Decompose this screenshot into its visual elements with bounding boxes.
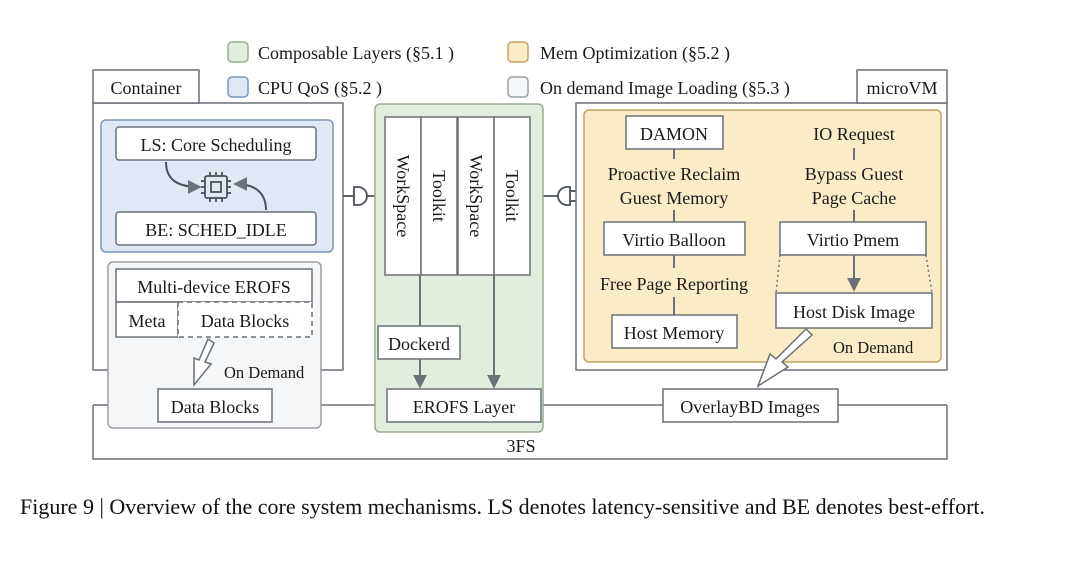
ls-core-scheduling-box <box>115 126 317 161</box>
toolkit-2-label: Toolkit <box>502 170 522 222</box>
workspace-2-label: WorkSpace <box>466 155 486 238</box>
virtio-balloon-box <box>603 221 746 256</box>
system-mechanisms-diagram: Composable Layers (§5.1 ) Mem Optimizati… <box>92 41 948 460</box>
proactive-reclaim-line1: Proactive Reclaim <box>608 164 740 184</box>
microvm-panel: microVM DAMON Proactive Reclaim Guest Me… <box>575 69 948 371</box>
data-blocks-label: Data Blocks <box>201 311 289 331</box>
toolkit-1-label: Toolkit <box>429 170 449 222</box>
legend-composable-label: Composable Layers (§5.1 ) <box>258 43 454 64</box>
io-request-label: IO Request <box>813 124 894 144</box>
host-memory-box <box>611 314 738 349</box>
disk-to-overlaybd-hollow-arrow <box>756 327 814 388</box>
meta-label: Meta <box>129 311 166 331</box>
virtio-balloon-label: Virtio Balloon <box>622 230 725 250</box>
figure-caption: Figure 9 | Overview of the core system m… <box>20 494 986 519</box>
fs3-bracket <box>92 405 948 460</box>
virtio-pmem-label: Virtio Pmem <box>807 230 899 250</box>
bypass-guest-line2: Page Cache <box>812 188 896 208</box>
damon-label: DAMON <box>640 124 708 144</box>
microvm-on-demand-label: On Demand <box>833 338 914 357</box>
data-blocks-dashed-box <box>177 301 313 338</box>
overlaybd-images-box <box>662 388 839 423</box>
legend-ondemand-label: On demand Image Loading (§5.3 ) <box>540 78 790 99</box>
free-page-reporting-label: Free Page Reporting <box>600 274 748 294</box>
legend-mem-label: Mem Optimization (§5.2 ) <box>540 43 730 64</box>
ls-to-cpu-arrow <box>165 161 202 194</box>
virtio-pmem-box <box>779 221 927 256</box>
legend-swatch-mem <box>507 41 529 63</box>
container-on-demand-label: On Demand <box>224 363 305 382</box>
workspace-2-box <box>457 116 495 276</box>
legend-swatch-ondemand <box>507 76 529 98</box>
data-blocks-bottom-label: Data Blocks <box>171 397 259 417</box>
container-title-box <box>92 69 200 104</box>
toolkit-2-box <box>493 116 531 276</box>
dockerd-box <box>377 325 461 360</box>
toolkit-1-box <box>420 116 458 276</box>
cpu-chip-icon <box>201 172 231 202</box>
workspace-1-box <box>384 116 422 276</box>
proactive-reclaim-line2: Guest Memory <box>620 188 728 208</box>
overlaybd-images-label: OverlayBD Images <box>680 397 819 417</box>
fs3-label: 3FS <box>506 436 535 456</box>
pmem-dotted-left <box>775 254 781 294</box>
host-memory-label: Host Memory <box>624 323 725 343</box>
erofs-layer-box <box>386 388 542 423</box>
be-to-cpu-arrow <box>233 177 267 211</box>
container-title: Container <box>111 78 182 98</box>
legend-swatch-cpu <box>227 76 249 98</box>
erofs-layer-label: EROFS Layer <box>413 397 516 417</box>
microvm-title-box <box>856 69 948 104</box>
legend-swatch-composable <box>227 41 249 63</box>
multi-device-erofs-label: Multi-device EROFS <box>137 277 291 297</box>
container-panel: Container LS: Core Scheduling BE: SCHED_… <box>92 69 344 429</box>
bypass-guest-line1: Bypass Guest <box>805 164 904 184</box>
be-sched-idle-label: BE: SCHED_IDLE <box>145 220 287 240</box>
legend: Composable Layers (§5.1 ) Mem Optimizati… <box>227 41 790 99</box>
dockerd-label: Dockerd <box>388 334 450 354</box>
data-blocks-bottom-box <box>157 388 273 423</box>
ls-core-scheduling-label: LS: Core Scheduling <box>141 135 292 155</box>
composable-layers-panel: WorkSpace Toolkit WorkSpace Toolkit Dock… <box>374 103 544 433</box>
workspace-1-label: WorkSpace <box>393 155 413 238</box>
data-blocks-hollow-arrow <box>193 337 215 388</box>
microvm-title: microVM <box>867 78 938 98</box>
host-disk-image-label: Host Disk Image <box>793 302 915 322</box>
meta-box <box>115 301 179 338</box>
pmem-dotted-right <box>925 254 933 294</box>
host-disk-image-box <box>775 292 933 329</box>
be-sched-idle-box <box>115 211 317 246</box>
legend-cpu-label: CPU QoS (§5.2 ) <box>258 78 382 99</box>
